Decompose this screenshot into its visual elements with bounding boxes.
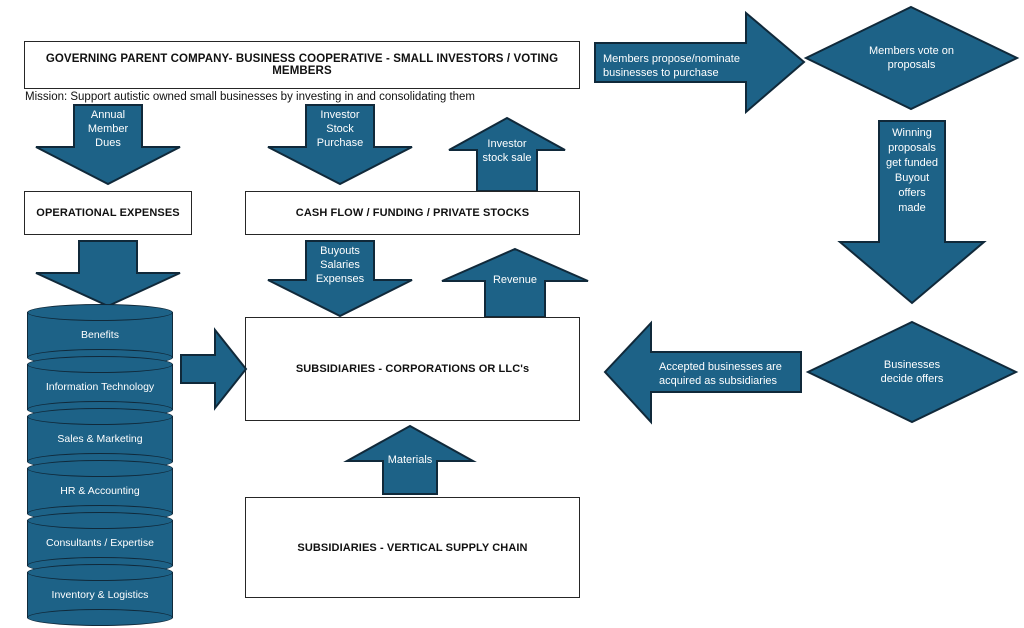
cylinder-label: Consultants / Expertise bbox=[46, 537, 154, 549]
cylinder-consultants-expertise: Consultants / Expertise bbox=[27, 512, 173, 574]
operational-expenses-box: OPERATIONAL EXPENSES bbox=[24, 191, 192, 235]
operational-expenses-down-arrow bbox=[34, 240, 182, 308]
cylinder-top-ellipse bbox=[27, 512, 173, 529]
governing-parent-company-box: GOVERNING PARENT COMPANY- BUSINESS COOPE… bbox=[24, 41, 580, 89]
investor-stock-purchase-arrow: Investor Stock Purchase bbox=[266, 104, 414, 186]
subsidiaries-corporations-box: SUBSIDIARIES - CORPORATIONS OR LLC's bbox=[245, 317, 580, 421]
accepted-businesses-acquired-arrow: Accepted businesses are acquired as subs… bbox=[603, 320, 803, 425]
cylinder-top-ellipse bbox=[27, 564, 173, 581]
subsidiaries-vertical-supply-chain-box: SUBSIDIARIES - VERTICAL SUPPLY CHAIN bbox=[245, 497, 580, 598]
cylinder-top-ellipse bbox=[27, 460, 173, 477]
shared-services-to-subsidiaries-arrow bbox=[180, 327, 248, 411]
materials-arrow: Materials bbox=[343, 424, 477, 495]
cylinder-top-ellipse bbox=[27, 356, 173, 373]
cylinder-label: Information Technology bbox=[45, 381, 155, 393]
revenue-arrow: Revenue bbox=[440, 247, 590, 318]
members-vote-diamond: Members vote on proposals bbox=[803, 5, 1020, 111]
annual-member-dues-arrow: Annual Member Dues bbox=[34, 104, 182, 186]
cylinder-label: Sales & Marketing bbox=[57, 433, 143, 445]
buyouts-salaries-expenses-arrow: Buyouts Salaries Expenses bbox=[266, 240, 414, 318]
cash-flow-funding-box: CASH FLOW / FUNDING / PRIVATE STOCKS bbox=[245, 191, 580, 235]
businesses-decide-offers-diamond: Businesses decide offers bbox=[805, 320, 1019, 424]
cylinder-bottom-ellipse bbox=[27, 609, 173, 626]
cylinder-sales-marketing: Sales & Marketing bbox=[27, 408, 173, 470]
cylinder-label: Inventory & Logistics bbox=[51, 589, 149, 601]
investor-stock-sale-arrow: Investor stock sale bbox=[447, 116, 567, 192]
cylinder-top-ellipse bbox=[27, 304, 173, 321]
cylinder-inventory-logistics: Inventory & Logistics bbox=[27, 564, 173, 626]
cylinder-hr-accounting: HR & Accounting bbox=[27, 460, 173, 522]
cylinder-label: Benefits bbox=[81, 329, 119, 341]
cylinder-benefits: Benefits bbox=[27, 304, 173, 366]
cylinder-label: HR & Accounting bbox=[60, 485, 140, 497]
mission-statement: Mission: Support autistic owned small bu… bbox=[25, 91, 476, 103]
winning-proposals-funded-arrow: Winning proposals get funded Buyout offe… bbox=[837, 120, 987, 305]
cylinder-information-technology: Information Technology bbox=[27, 356, 173, 418]
shared-services-cylinder-stack: Benefits Information Technology Sales & … bbox=[27, 304, 173, 626]
cylinder-top-ellipse bbox=[27, 408, 173, 425]
members-propose-nominate-arrow: Members propose/nominate businesses to p… bbox=[594, 10, 806, 115]
